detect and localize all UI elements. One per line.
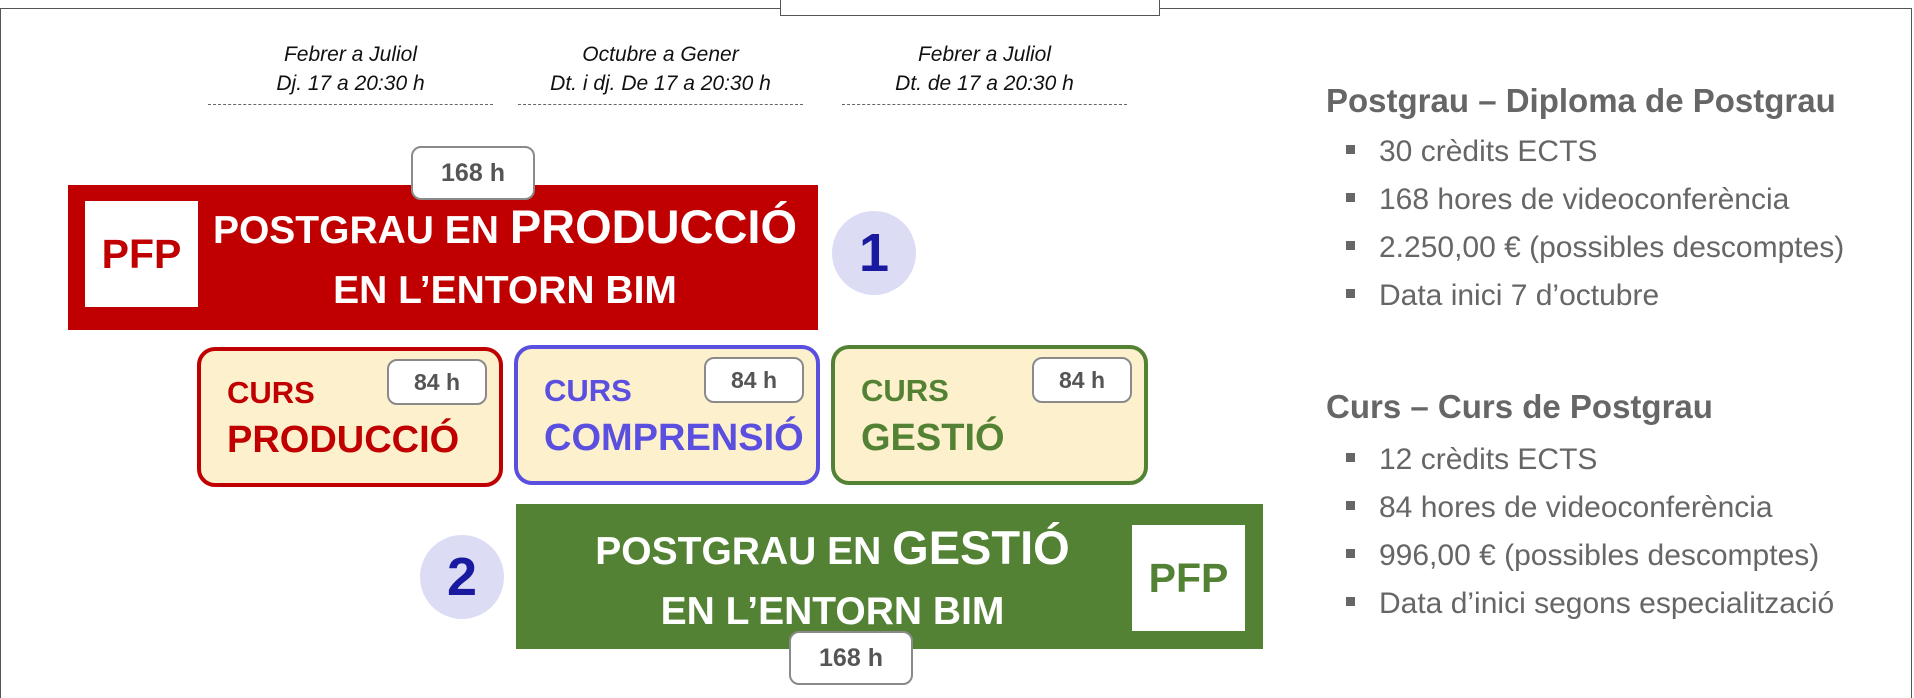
number-2-circle: 2 [420, 535, 504, 619]
schedule-1-time: Dj. 17 a 20:30 h [276, 72, 425, 95]
bullet-icon [1346, 500, 1355, 510]
postgrau-produccio-title: POSTGRAU EN PRODUCCIÓ EN L’ENTORN BIM [205, 197, 805, 321]
list-item: 12 crèdits ECTS [1346, 436, 1834, 484]
postgrau-produccio-line2: EN L’ENTORN BIM [333, 269, 677, 312]
bullet-icon [1346, 452, 1355, 462]
list-item-text: Data d’inici segons especialització [1379, 587, 1835, 620]
list-item: 168 hores de videoconferència [1346, 176, 1844, 224]
postgrau-produccio-prefix: POSTGRAU EN [212, 209, 510, 252]
schedule-3-time: Dt. de 17 a 20:30 h [895, 72, 1074, 95]
list-item: Data inici 7 d’octubre [1346, 272, 1844, 320]
curs-produccio-card: CURS PRODUCCIÓ 84 h [197, 347, 503, 487]
curs-gestio-card: CURS GESTIÓ 84 h [831, 345, 1148, 485]
bullet-icon [1346, 548, 1355, 558]
postgrau-produccio-big: PRODUCCIÓ [509, 200, 798, 253]
schedule-2-time: Dt. i dj. De 17 a 20:30 h [550, 72, 771, 95]
top-tab [780, 0, 1160, 16]
schedule-2: Octubre a Gener Dt. i dj. De 17 a 20:30 … [518, 40, 803, 105]
list-item: 996,00 € (possibles descomptes) [1346, 532, 1834, 580]
postgrau-gestio-title: POSTGRAU EN GESTIÓ EN L’ENTORN BIM [545, 518, 1120, 642]
postgrau-produccio-hours: 168 h [411, 146, 535, 200]
info-curs-list: 12 crèdits ECTS 84 hores de videoconferè… [1346, 436, 1834, 628]
list-item-text: 84 hores de videoconferència [1379, 491, 1773, 524]
number-1-circle: 1 [832, 211, 916, 295]
curs-comprensio-card: CURS COMPRENSIÓ 84 h [514, 345, 820, 485]
curs-gestio-name: GESTIÓ [861, 417, 1005, 459]
bullet-icon [1346, 192, 1355, 202]
bullet-icon [1346, 288, 1355, 298]
curs-comprensio-name: COMPRENSIÓ [544, 417, 804, 459]
list-item-text: 2.250,00 € (possibles descomptes) [1379, 231, 1845, 264]
postgrau-gestio-big: GESTIÓ [892, 521, 1070, 574]
bullet-icon [1346, 596, 1355, 606]
postgrau-gestio-line2: EN L’ENTORN BIM [660, 590, 1005, 633]
list-item: 30 crèdits ECTS [1346, 128, 1844, 176]
postgrau-gestio-hours: 168 h [789, 631, 913, 685]
info-postgrau-list: 30 crèdits ECTS 168 hores de videoconfer… [1346, 128, 1844, 320]
curs-gestio-label: CURS [861, 373, 949, 408]
curs-produccio-hours: 84 h [387, 359, 487, 405]
schedule-3: Febrer a Juliol Dt. de 17 a 20:30 h [842, 40, 1127, 105]
postgrau-gestio-prefix: POSTGRAU EN [595, 530, 893, 573]
curs-produccio-name: PRODUCCIÓ [227, 419, 460, 461]
bullet-icon [1346, 240, 1355, 250]
pfp-gestio-badge: PFP [1132, 525, 1245, 631]
info-postgrau-title: Postgrau – Diploma de Postgrau [1326, 82, 1836, 119]
list-item-text: 12 crèdits ECTS [1379, 443, 1598, 476]
bullet-icon [1346, 144, 1355, 154]
schedule-1: Febrer a Juliol Dj. 17 a 20:30 h [208, 40, 493, 105]
curs-produccio-label: CURS [227, 375, 315, 410]
schedule-2-months: Octubre a Gener [582, 43, 739, 66]
list-item-text: 168 hores de videoconferència [1379, 183, 1790, 216]
list-item-text: Data inici 7 d’octubre [1379, 279, 1660, 312]
curs-comprensio-label: CURS [544, 373, 632, 408]
pfp-produccio-badge: PFP [85, 201, 198, 307]
list-item: 2.250,00 € (possibles descomptes) [1346, 224, 1844, 272]
schedule-1-months: Febrer a Juliol [283, 43, 418, 66]
list-item: 84 hores de videoconferència [1346, 484, 1834, 532]
list-item: Data d’inici segons especialització [1346, 580, 1834, 628]
list-item-text: 30 crèdits ECTS [1379, 135, 1598, 168]
curs-comprensio-hours: 84 h [704, 357, 804, 403]
curs-gestio-hours: 84 h [1032, 357, 1132, 403]
list-item-text: 996,00 € (possibles descomptes) [1379, 539, 1820, 572]
info-curs-title: Curs – Curs de Postgrau [1326, 388, 1713, 425]
schedule-3-months: Febrer a Juliol [917, 43, 1052, 66]
